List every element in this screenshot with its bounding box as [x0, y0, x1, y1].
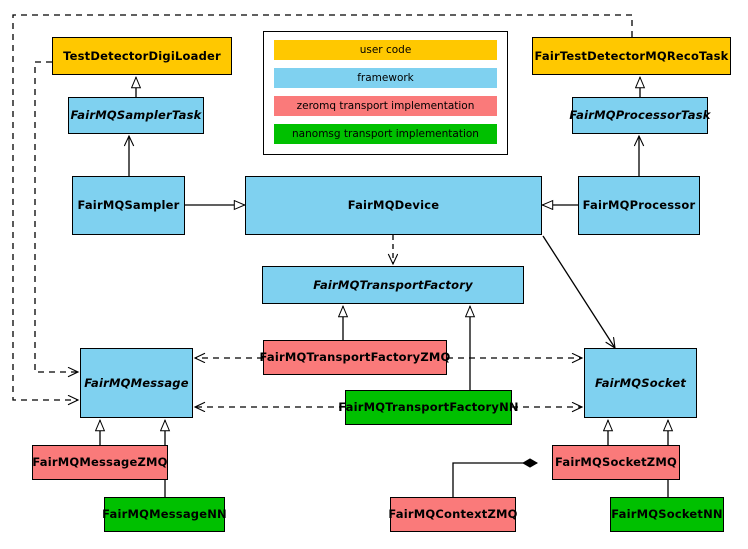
- class-label: FairMQProcessor: [582, 198, 696, 213]
- legend-item-framework: framework: [274, 68, 497, 88]
- legend-label-nanomsg: nanomsg transport implementation: [292, 128, 479, 140]
- class-label: FairMQSocketZMQ: [555, 455, 677, 470]
- class-box-fairmqtransportfactory[interactable]: FairMQTransportFactory: [262, 266, 524, 304]
- class-label: TestDetectorDigiLoader: [63, 48, 221, 63]
- legend-item-zeromq: zeromq transport implementation: [274, 96, 497, 116]
- class-box-fairmqmessage[interactable]: FairMQMessage: [80, 348, 193, 418]
- class-box-fairmqmessagenn[interactable]: FairMQMessageNN: [102, 497, 227, 532]
- class-label: FairMQDevice: [347, 198, 440, 213]
- class-box-fairtestdetectormqrecotask[interactable]: FairTestDetectorMQRecoTask: [532, 37, 731, 75]
- class-box-fairmqdevice[interactable]: FairMQDevice: [245, 176, 542, 235]
- legend-label-zeromq: zeromq transport implementation: [296, 100, 475, 112]
- class-label: FairMQMessageZMQ: [32, 455, 168, 470]
- class-label: FairMQTransportFactoryNN: [338, 400, 519, 415]
- class-box-fairmqsocket[interactable]: FairMQSocket: [584, 348, 697, 418]
- class-box-fairmqmessagezmq[interactable]: FairMQMessageZMQ: [32, 445, 168, 480]
- class-label: FairMQTransportFactory: [313, 277, 473, 292]
- legend-item-user-code: user code: [274, 40, 497, 60]
- edge-recotask-to-message: [12, 14, 633, 400]
- class-box-fairmqsampler[interactable]: FairMQSampler: [72, 176, 185, 235]
- class-box-fairmqtransportfactoryzmq[interactable]: FairMQTransportFactoryZMQ: [260, 340, 450, 375]
- class-label: FairMQSampler: [77, 198, 180, 213]
- class-label: FairMQMessageNN: [102, 507, 227, 522]
- class-box-fairmqcontextzmq[interactable]: FairMQContextZMQ: [388, 497, 518, 532]
- class-label: FairMQSocket: [594, 375, 687, 390]
- class-box-fairmqsocketzmq[interactable]: FairMQSocketZMQ: [552, 445, 680, 480]
- class-label: FairMQTransportFactoryZMQ: [259, 350, 451, 365]
- class-label: FairMQContextZMQ: [388, 507, 518, 522]
- class-label: FairMQProcessorTask: [569, 108, 711, 123]
- class-label: FairMQSocketNN: [611, 507, 723, 522]
- class-box-fairmqtransportfactorynn[interactable]: FairMQTransportFactoryNN: [338, 390, 519, 425]
- class-label: FairMQSamplerTask: [70, 108, 202, 123]
- class-label: FairTestDetectorMQRecoTask: [534, 48, 729, 63]
- legend-panel: user code framework zeromq transport imp…: [263, 31, 508, 155]
- class-label: FairMQMessage: [84, 375, 189, 390]
- class-box-testdetectordigiloader[interactable]: TestDetectorDigiLoader: [52, 37, 232, 75]
- edge-socketzmq-composition-contextzmq: [452, 458, 539, 497]
- legend-label-user-code: user code: [359, 44, 412, 56]
- class-box-fairmqsocketnn[interactable]: FairMQSocketNN: [610, 497, 724, 532]
- legend-item-nanomsg: nanomsg transport implementation: [274, 124, 497, 144]
- class-box-fairmqprocessor[interactable]: FairMQProcessor: [578, 176, 700, 235]
- legend-label-framework: framework: [357, 72, 414, 84]
- class-box-fairmqsamplertask[interactable]: FairMQSamplerTask: [68, 97, 204, 134]
- class-box-fairmqprocessortask[interactable]: FairMQProcessorTask: [569, 97, 711, 134]
- edge-device-to-socket: [542, 235, 615, 348]
